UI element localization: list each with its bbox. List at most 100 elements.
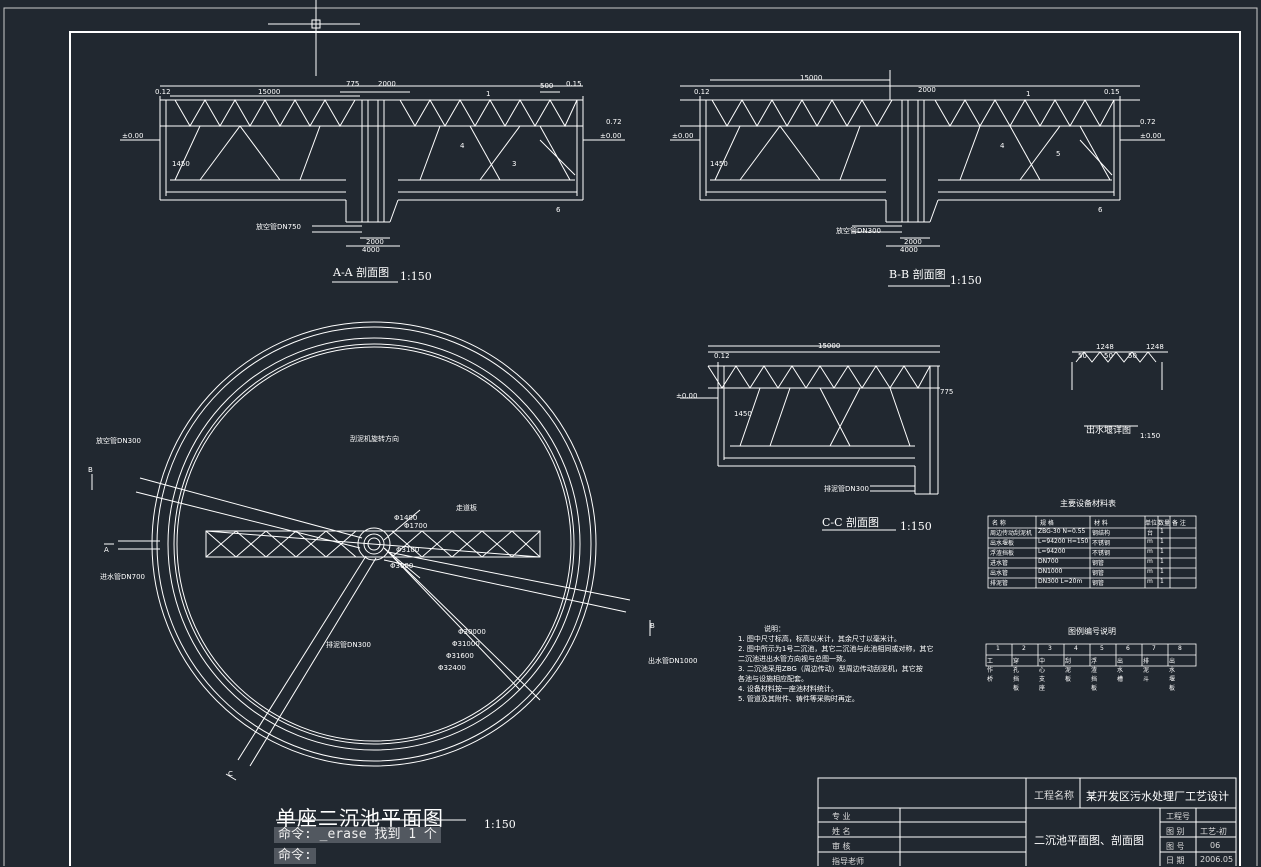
weir-v3: 50	[1128, 352, 1137, 360]
equipment-header-row: 名 称 规 格 材 料 单位 数量 备 注	[988, 518, 1196, 528]
aa-mark-3: 3	[512, 160, 517, 168]
legend-table-title: 图例编号说明	[1068, 627, 1116, 636]
bb-mark-5: 5	[1056, 150, 1061, 158]
legend-cell: 中心支座	[1039, 658, 1046, 692]
plan-title: 单座二沉池平面图	[276, 806, 444, 830]
equipment-cell: 钢结构	[1092, 530, 1111, 537]
tb-right-value-1: 工艺-初	[1200, 827, 1227, 836]
equipment-cell: 1	[1160, 578, 1164, 585]
bb-mark-6: 6	[1098, 206, 1103, 214]
aa-dim-bottom2: 4000	[362, 246, 380, 254]
notes-line-6: 5. 管道及其附件、铸件等采购时再定。	[738, 695, 859, 703]
aa-dim-top2: 2000	[378, 80, 396, 88]
equipment-cell: 进水管	[990, 560, 1009, 567]
equipment-cell: 出水管	[990, 570, 1009, 577]
notes-line-2: 二沉池进出水管方向视与总图一致。	[738, 655, 850, 663]
equipment-table: 名 称 规 格 材 料 单位 数量 备 注	[988, 518, 1196, 528]
drawing-name: 二沉池平面图、剖面图	[1034, 834, 1144, 847]
plan-rotate-label: 刮泥机旋转方向	[350, 435, 399, 443]
aa-title: A-A 剖面图	[333, 266, 390, 279]
equipment-cell: m	[1147, 578, 1153, 585]
equipment-cell: 排泥管	[990, 580, 1009, 587]
weir-v2: 50	[1104, 352, 1113, 360]
aa-dim-top3: 500	[540, 82, 554, 90]
weir-scale: 1:150	[1140, 432, 1161, 440]
equipment-cell: 1	[1160, 558, 1164, 565]
equipment-cell: 1	[1160, 548, 1164, 555]
command-prompt[interactable]: 命令:	[274, 848, 316, 864]
equipment-cell: 1	[1160, 568, 1164, 575]
plan-ring-dim-2: Φ31600	[446, 652, 474, 660]
equipment-header-4: 数量	[1158, 520, 1171, 527]
notes-line-4: 各池与设施相应配套。	[738, 675, 808, 683]
bb-dim-depth: 1450	[710, 160, 728, 168]
cc-dim-right: 775	[940, 388, 954, 396]
aa-dim-bottom1: 2000	[366, 238, 384, 246]
equipment-rows: 周边传动刮泥机 ZBG-30 N=0.55 钢结构 台 1 出水堰板 L=942…	[988, 528, 1196, 588]
weir-dim1: 1248	[1096, 343, 1114, 351]
equipment-cell: 不锈钢	[1092, 550, 1111, 557]
plan-mark-b2: B	[650, 622, 655, 630]
bb-level-top-left: 0.12	[694, 88, 710, 96]
aa-dim-depth: 1450	[172, 160, 190, 168]
aa-level-top-right: 0.15	[566, 80, 582, 88]
tb-row-label-2: 审 核	[832, 842, 851, 851]
project-name: 某开发区污水处理厂工艺设计	[1086, 790, 1229, 803]
table-row: 出水管 DN1000 钢管 m 1	[988, 568, 1196, 578]
bb-mark-1: 1	[1026, 90, 1031, 98]
bb-dim-top2: 2000	[918, 86, 936, 94]
equipment-cell: DN1000	[1038, 568, 1063, 575]
table-row: 出水堰板 L=94200 H=150 不锈钢 m 1	[988, 538, 1196, 548]
bb-mark-4: 4	[1000, 142, 1005, 150]
tb-right-label-1: 图 别	[1166, 827, 1185, 836]
legend-header: 3	[1048, 645, 1052, 652]
legend-cell: 工作桥	[987, 658, 994, 683]
plan-bridge-label: 走道板	[456, 504, 477, 512]
plan-drain-label: 放空管DN300	[96, 437, 141, 445]
tb-right-value-3: 2006.05	[1200, 855, 1234, 864]
equipment-header-2: 材 料	[1094, 520, 1108, 527]
bb-title: B-B 剖面图	[889, 268, 946, 281]
equipment-cell: m	[1147, 568, 1153, 575]
notes-line-0: 1. 图中尺寸标高，标高以米计，其余尺寸以毫米计。	[738, 635, 901, 643]
aa-mark-6: 6	[556, 206, 561, 214]
equipment-cell: m	[1147, 558, 1153, 565]
equipment-cell: 周边传动刮泥机	[990, 530, 1033, 537]
tb-right-label-3: 日 期	[1166, 856, 1185, 865]
tb-row-label-3: 指导老师	[832, 857, 864, 866]
bb-dim-bottom1: 2000	[904, 238, 922, 246]
legend-header: 4	[1074, 645, 1078, 652]
equipment-cell: L=94200	[1038, 548, 1066, 555]
aa-dim-top1: 775	[346, 80, 360, 88]
legend-cell: 刮泥板	[1065, 658, 1072, 683]
plan-mark-b1: B	[88, 466, 93, 474]
tb-right-value-2: 06	[1210, 841, 1221, 850]
equipment-cell: 钢管	[1092, 560, 1105, 567]
notes-line-5: 4. 设备材料按一座池材料统计。	[738, 685, 838, 693]
equipment-header-0: 名 称	[992, 520, 1006, 527]
bb-pipe-label: 放空管DN300	[836, 227, 881, 235]
equipment-cell: L=94200 H=150	[1038, 538, 1089, 545]
aa-mark-4: 4	[460, 142, 465, 150]
notes-heading: 说明：	[764, 625, 785, 633]
bb-level-zero-right: ±0.00	[1140, 132, 1162, 140]
tb-right-label-2: 图 号	[1166, 842, 1185, 851]
plan-inlet-label: 进水管DN700	[100, 573, 145, 581]
plan-radial-dim-0: Φ1400	[394, 514, 418, 522]
notes-block: 说明： 1. 图中尺寸标高，标高以米计，其余尺寸以毫米计。 2. 图中所示为1号…	[738, 624, 933, 704]
plan-mark-c: C	[228, 770, 233, 778]
bb-level-zero-left: ±0.00	[672, 132, 694, 140]
plan-outlet-label: 出水管DN1000	[648, 657, 698, 665]
equipment-cell: 1	[1160, 538, 1164, 545]
tb-row-label-0: 专 业	[832, 812, 851, 821]
legend-cell: 出水槽	[1117, 658, 1124, 683]
command-history-line: 命令: _erase 找到 1 个	[274, 827, 441, 843]
bb-level-top-right: 0.15	[1104, 88, 1120, 96]
cc-dim-main: 15000	[818, 342, 841, 350]
tb-right-label-0: 工程号	[1166, 812, 1190, 821]
plan-ring-dim-0: Φ30000	[458, 628, 486, 636]
legend-header: 1	[996, 645, 1000, 652]
equipment-header-3: 单位	[1145, 520, 1158, 527]
